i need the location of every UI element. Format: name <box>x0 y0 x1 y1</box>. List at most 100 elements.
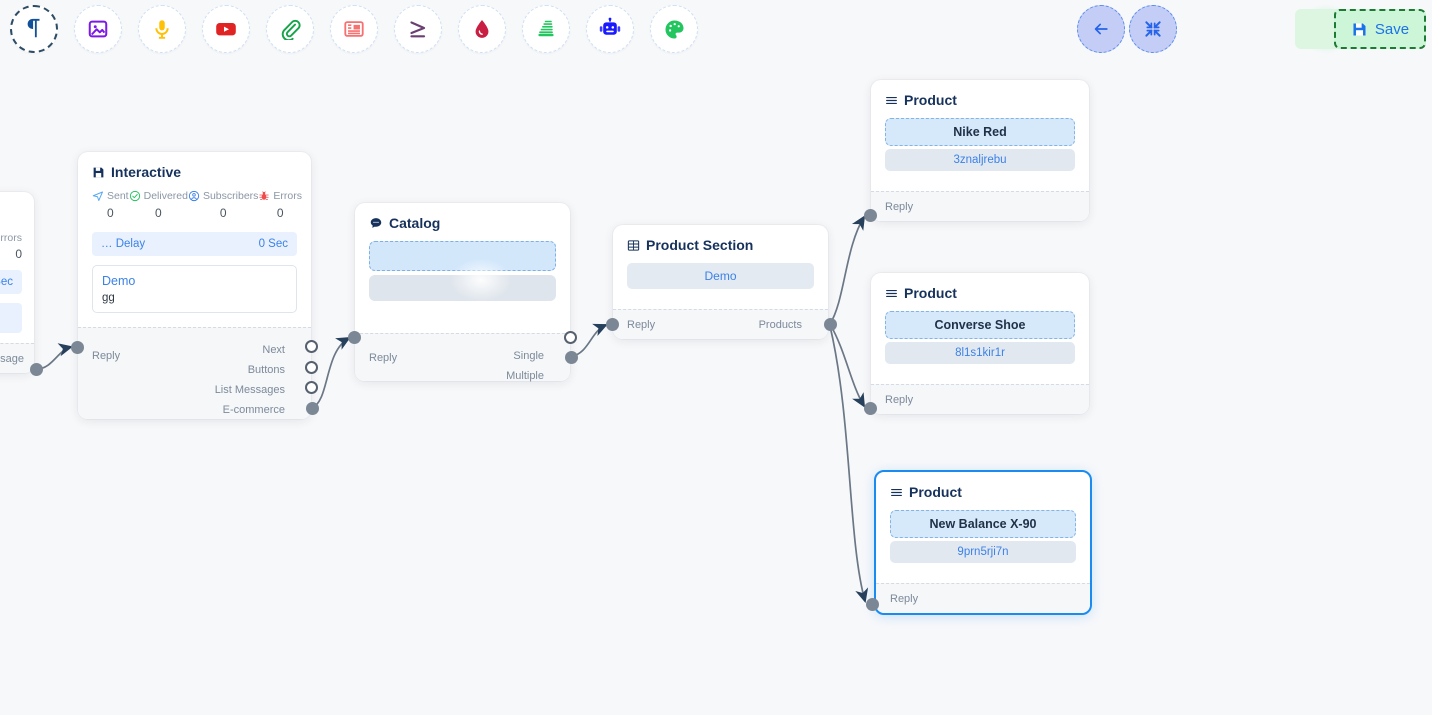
port-dot-message-out[interactable] <box>30 363 43 376</box>
product-3-name[interactable]: New Balance X-90 <box>890 510 1076 538</box>
product-2-sku[interactable]: 8l1s1kir1r <box>885 342 1075 364</box>
product-2-name[interactable]: Converse Shoe <box>885 311 1075 339</box>
edge-products-to-product-1 <box>829 215 866 325</box>
paragraph-icon <box>27 18 40 38</box>
stat-errors-label: Errors <box>273 190 303 202</box>
product-section-demo-pill[interactable]: Demo <box>627 263 814 289</box>
palette-item-microphone-icon[interactable] <box>138 5 186 53</box>
partial-errors-label: Errors <box>0 232 22 244</box>
catalog-skeleton <box>369 241 556 301</box>
palette-icon <box>664 19 684 39</box>
node-interactive[interactable]: Interactive Sent 0 <box>78 152 311 419</box>
stat-delivered: Delivered 0 <box>129 190 188 220</box>
node-partial-left[interactable]: Errors 0 Sec essage <box>0 192 34 373</box>
node-catalog-header: Catalog <box>369 215 556 231</box>
fit-to-screen-button[interactable] <box>1129 5 1177 53</box>
out-port-next[interactable]: Next <box>262 344 285 356</box>
node-product-section[interactable]: Product Section Demo Reply Products <box>613 225 828 339</box>
list-lines-icon <box>885 287 898 300</box>
out-port-single[interactable]: Single <box>513 350 544 362</box>
catalog-skeleton-secondary <box>369 275 556 301</box>
out-port-list-messages[interactable]: List Messages <box>214 384 285 396</box>
product-3-sku[interactable]: 9prn5rji7n <box>890 541 1076 563</box>
edge-products-to-product-3 <box>829 325 869 603</box>
out-port-buttons[interactable]: Buttons <box>247 364 285 376</box>
grid-table-icon <box>627 239 640 252</box>
palette-item-palette-icon[interactable] <box>650 5 698 53</box>
node-product-3-title: Product <box>909 484 962 500</box>
node-product-1[interactable]: Product Nike Red 3znaljrebu Reply <box>871 80 1089 221</box>
palette-item-image-icon[interactable] <box>74 5 122 53</box>
port-dot-products[interactable] <box>824 318 837 331</box>
stat-sent-label: Sent <box>107 190 129 202</box>
list-lines-icon <box>885 94 898 107</box>
palette-item-youtube-icon[interactable] <box>202 5 250 53</box>
product-1-sku[interactable]: 3znaljrebu <box>885 149 1075 171</box>
node-interactive-title: Interactive <box>111 164 182 180</box>
interactive-stats: Sent 0 Delivered 0 <box>92 190 302 220</box>
node-product-1-header: Product <box>885 92 1075 108</box>
node-product-3[interactable]: Product New Balance X-90 9prn5rji7n Repl… <box>874 470 1092 615</box>
port-dot-multiple[interactable] <box>565 351 578 364</box>
palette-item-water-drop-icon[interactable] <box>458 5 506 53</box>
water-drop-icon <box>475 20 489 38</box>
node-product-section-title: Product Section <box>646 237 754 253</box>
palette-item-robot-icon[interactable] <box>586 5 634 53</box>
paperclip-icon <box>281 19 301 40</box>
port-dot-next[interactable] <box>305 340 318 353</box>
interactive-message-box[interactable]: Demo gg <box>92 265 297 313</box>
interactive-port-reply: Reply <box>92 350 121 362</box>
port-dot-interactive-reply[interactable] <box>71 341 84 354</box>
catalog-skeleton-primary <box>369 241 556 271</box>
port-dot-single[interactable] <box>564 331 577 344</box>
partial-message-block <box>0 303 22 333</box>
interactive-message-text: gg <box>102 292 115 304</box>
newspaper-icon <box>344 21 364 37</box>
node-product-2[interactable]: Product Converse Shoe 8l1s1kir1r Reply <box>871 273 1089 414</box>
node-product-section-header: Product Section <box>627 237 814 253</box>
node-interactive-header: Interactive <box>92 164 297 180</box>
port-dot-product-1-reply[interactable] <box>864 209 877 222</box>
palette-item-newspaper-icon[interactable] <box>330 5 378 53</box>
image-icon <box>88 20 108 38</box>
palette-item-paperclip-icon[interactable] <box>266 5 314 53</box>
node-catalog-title: Catalog <box>389 215 441 231</box>
product-1-name[interactable]: Nike Red <box>885 118 1075 146</box>
save-button-label: Save <box>1374 20 1410 38</box>
port-dot-list-messages[interactable] <box>305 381 318 394</box>
interactive-delay-row[interactable]: … Delay 0 Sec <box>92 232 297 256</box>
stat-subscribers-label: Subscribers <box>202 190 259 202</box>
list-stack-icon <box>538 20 554 37</box>
stat-errors-value: 0 <box>276 206 284 220</box>
microphone-icon <box>155 20 169 39</box>
palette-item-list-stack-icon[interactable] <box>522 5 570 53</box>
partial-delay-value: Sec <box>0 276 13 288</box>
node-palette-toolbar: ae Save <box>0 0 1432 58</box>
youtube-icon <box>216 23 236 36</box>
robot-icon <box>599 17 621 35</box>
out-port-multiple[interactable]: Multiple <box>506 370 544 382</box>
node-catalog[interactable]: Catalog Reply Single Multiple <box>355 203 570 382</box>
port-dot-catalog-reply[interactable] <box>348 331 361 344</box>
catalog-out-ports: Single Multiple <box>506 342 544 382</box>
palette-item-paragraph-icon[interactable] <box>10 5 58 53</box>
save-button[interactable]: Save <box>1334 9 1426 49</box>
back-button[interactable] <box>1077 5 1125 53</box>
save-floppy-icon <box>92 166 105 179</box>
partial-port-message: essage <box>0 352 24 365</box>
port-dot-product-2-reply[interactable] <box>864 402 877 415</box>
port-dot-product-3-reply[interactable] <box>866 598 879 611</box>
node-product-3-header: Product <box>890 484 1076 500</box>
stat-sent: Sent 0 <box>92 190 129 220</box>
port-dot-buttons[interactable] <box>305 361 318 374</box>
port-dot-ecommerce[interactable] <box>306 402 319 415</box>
interactive-out-ports: Next Buttons List Messages E-commerce <box>215 336 285 416</box>
partial-errors-value: 0 <box>15 247 22 261</box>
port-dot-product-section-reply[interactable] <box>606 318 619 331</box>
out-port-ecommerce[interactable]: E-commerce <box>222 404 285 416</box>
product-section-port-products: Products <box>758 318 802 331</box>
palette-item-greater-equal-icon[interactable] <box>394 5 442 53</box>
paper-plane-icon <box>92 191 103 201</box>
stat-sent-value: 0 <box>106 206 114 220</box>
